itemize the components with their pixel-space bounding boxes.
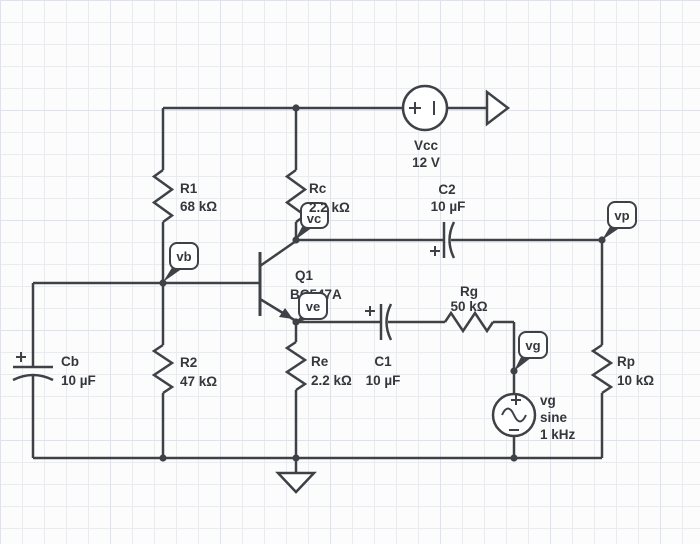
re-label: Re: [311, 354, 329, 369]
vp-box: [607, 201, 637, 229]
r2-value: 47 kΩ: [180, 374, 217, 389]
vg-source-value2: 1 kHz: [540, 427, 576, 442]
re-zigzag: [284, 340, 308, 392]
vg-source-value1: sine: [540, 410, 568, 425]
rg-label: Rg: [460, 284, 478, 299]
ve-box: [298, 292, 328, 320]
c2-value: 10 µF: [431, 199, 466, 214]
wires[interactable]: [31, 106, 604, 460]
vcc-label: Vcc: [414, 138, 439, 153]
q1-emitter-arrow-icon: [279, 308, 293, 319]
r2-zigzag: [151, 343, 175, 395]
capacitor-c1[interactable]: [365, 303, 393, 341]
vg-source-label: vg: [540, 393, 556, 408]
rp-value: 10 kΩ: [617, 373, 654, 388]
vc-label: vc: [307, 211, 321, 226]
vp-label: vp: [614, 208, 629, 223]
c2-plate-curved: [448, 221, 456, 259]
rc-label: Rc: [309, 181, 327, 196]
resistor-rp[interactable]: [590, 343, 614, 395]
ground-symbol[interactable]: [275, 458, 317, 494]
node-label-vb[interactable]: vb: [163, 242, 199, 282]
rp-zigzag: [590, 343, 614, 395]
junction-dot: [292, 236, 300, 244]
c1-value: 10 µF: [366, 373, 401, 388]
c1-label: C1: [374, 354, 392, 369]
ve-label: ve: [306, 299, 320, 314]
rp-label: Rp: [617, 354, 635, 369]
junction-dots: [159, 104, 606, 462]
c2-plus-icon: [430, 246, 440, 256]
resistor-re[interactable]: [284, 340, 308, 392]
node-label-vg[interactable]: vg: [514, 331, 548, 371]
node-label-ve[interactable]: ve: [295, 292, 328, 323]
vcc-value: 12 V: [412, 155, 440, 170]
c1-plus-icon: [365, 306, 375, 316]
vcc-plus-icon: [409, 102, 421, 114]
rg-value: 50 kΩ: [450, 299, 487, 314]
vcc-source[interactable]: [401, 84, 449, 132]
q1-collector-line: [259, 239, 297, 268]
rg-zigzag: [443, 310, 495, 334]
vg-label: vg: [525, 338, 540, 353]
junction-dot: [510, 367, 518, 375]
vcc-circle: [401, 84, 449, 132]
resistor-r1[interactable]: [151, 168, 175, 224]
rc-value: 2.2 kΩ: [309, 200, 350, 215]
vc-box: [300, 202, 329, 229]
junction-dot: [292, 318, 300, 326]
r1-label: R1: [180, 181, 198, 196]
capacitor-c2[interactable]: [430, 221, 456, 259]
junction-dot: [292, 104, 300, 112]
junction-dot: [159, 279, 167, 287]
node-label-vc[interactable]: [295, 202, 329, 240]
vcc-port-flag-icon[interactable]: [485, 89, 511, 127]
re-value: 2.2 kΩ: [311, 373, 352, 388]
q1-label: Q1: [295, 268, 314, 283]
cb-plus-icon: [16, 352, 26, 362]
r2-label: R2: [180, 355, 197, 370]
vb-label: vb: [176, 249, 191, 264]
r1-value: 68 kΩ: [180, 199, 217, 214]
capacitor-cb[interactable]: [12, 352, 54, 382]
r1-zigzag: [151, 168, 175, 224]
vg-sine-icon: [501, 407, 527, 423]
transistor-q1[interactable]: [258, 239, 297, 323]
vb-box: [169, 242, 199, 270]
cb-plate-curved: [12, 373, 54, 382]
vg-source[interactable]: [491, 392, 537, 438]
c2-label: C2: [438, 182, 455, 197]
ground-triangle-icon: [275, 471, 317, 494]
cb-value: 10 µF: [61, 373, 96, 388]
node-label-vp[interactable]: vp: [602, 201, 637, 240]
junction-dot: [159, 454, 167, 462]
c1-plate-curved: [385, 303, 393, 341]
junction-dot: [510, 454, 518, 462]
cb-label: Cb: [61, 354, 79, 369]
vg-plus-icon: [511, 395, 521, 405]
vg-box: [518, 331, 548, 359]
junction-dot: [292, 454, 300, 462]
resistor-rg[interactable]: [443, 310, 495, 334]
resistor-r2[interactable]: [151, 343, 175, 395]
junction-dot: [598, 236, 606, 244]
